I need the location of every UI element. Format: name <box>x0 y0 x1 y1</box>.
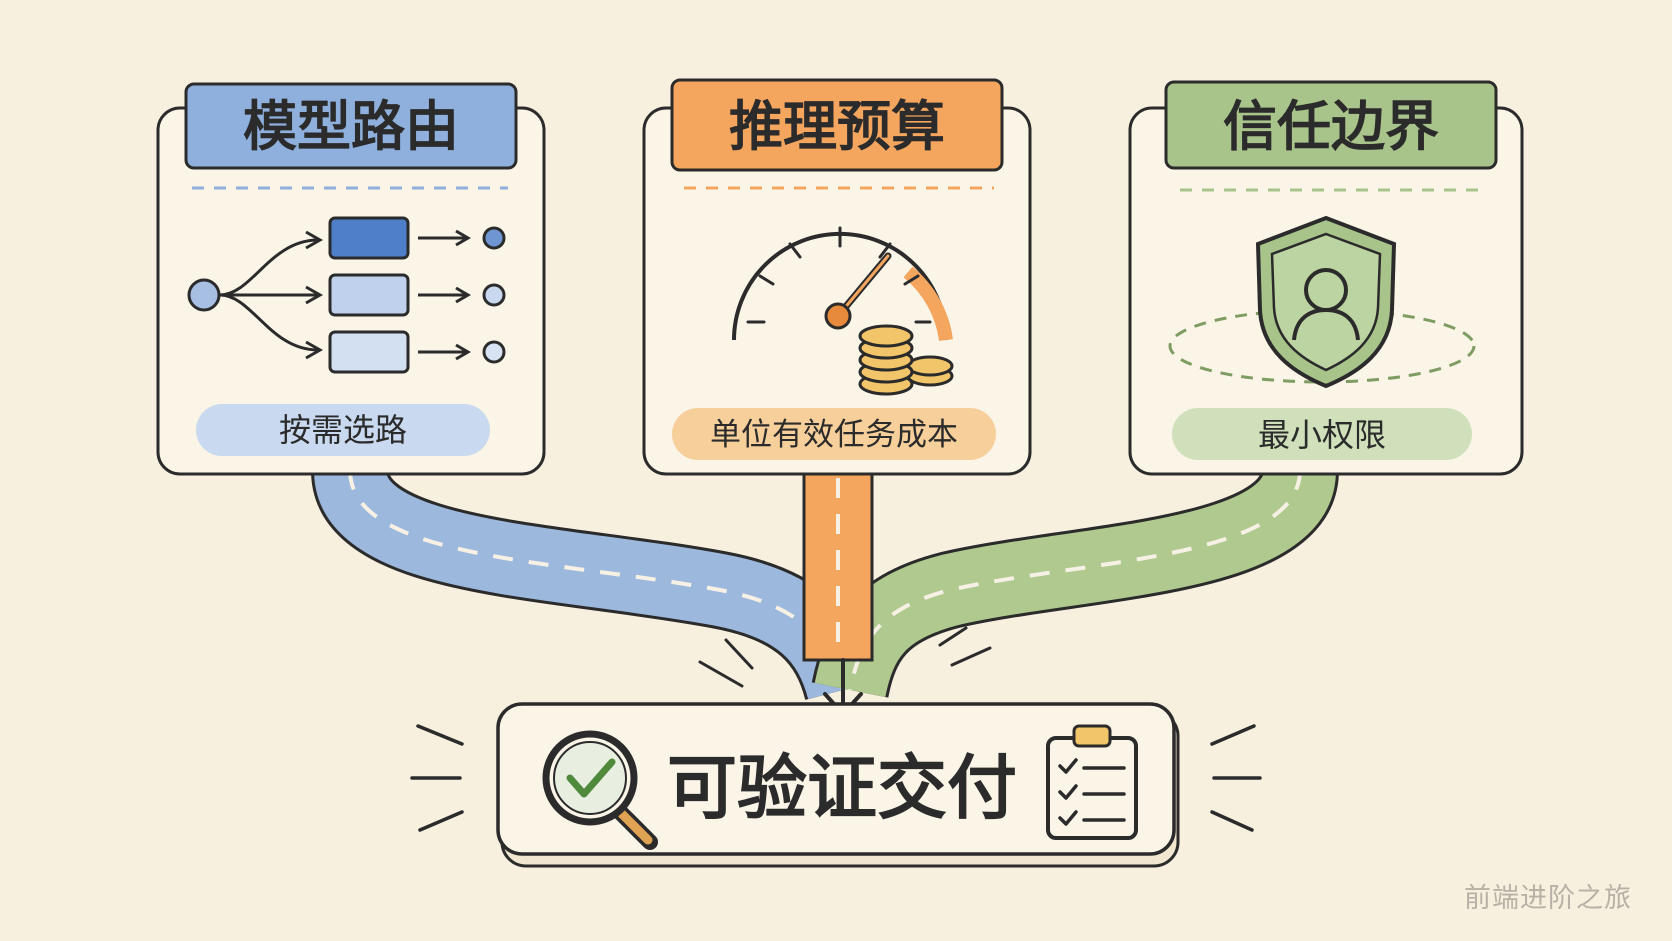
title-banner <box>1164 80 1498 170</box>
roads <box>311 465 1339 716</box>
speedometer-coins-icon <box>732 226 954 396</box>
card-title: 模型路由 <box>243 95 459 158</box>
card-subtitle: 按需选路 <box>279 411 407 449</box>
subtitle-pill <box>1172 408 1472 460</box>
orange-road <box>802 468 874 662</box>
emphasis-strokes-icon <box>410 724 1262 832</box>
title-banner <box>184 82 518 170</box>
title-banner <box>670 78 1004 172</box>
card-subtitle: 最小权限 <box>1258 416 1386 454</box>
routing-diagram-icon <box>187 216 506 374</box>
subtitle-pill <box>672 408 996 460</box>
result-title: 可验证交付 <box>667 747 1017 829</box>
result-box: 可验证交付 <box>496 702 1180 868</box>
card-title: 信任边界 <box>1223 95 1439 158</box>
card-trust-boundary: 信任边界 最小权限 <box>1128 80 1524 476</box>
green-road <box>811 465 1339 699</box>
checklist-clipboard-icon <box>1046 724 1138 840</box>
card-subtitle: 单位有效任务成本 <box>710 417 958 453</box>
subtitle-pill <box>196 404 490 456</box>
magnifier-check-icon <box>542 730 658 850</box>
merge-sparks-icon <box>698 626 992 688</box>
blue-road <box>311 465 881 701</box>
card-inference-budget: 推理预算 <box>642 78 1032 476</box>
card-model-routing: 模型路由 按需选路 <box>156 82 546 476</box>
watermark: 前端进阶之旅 <box>1464 883 1632 914</box>
shield-user-icon <box>1168 215 1476 389</box>
card-title: 推理预算 <box>729 95 945 158</box>
